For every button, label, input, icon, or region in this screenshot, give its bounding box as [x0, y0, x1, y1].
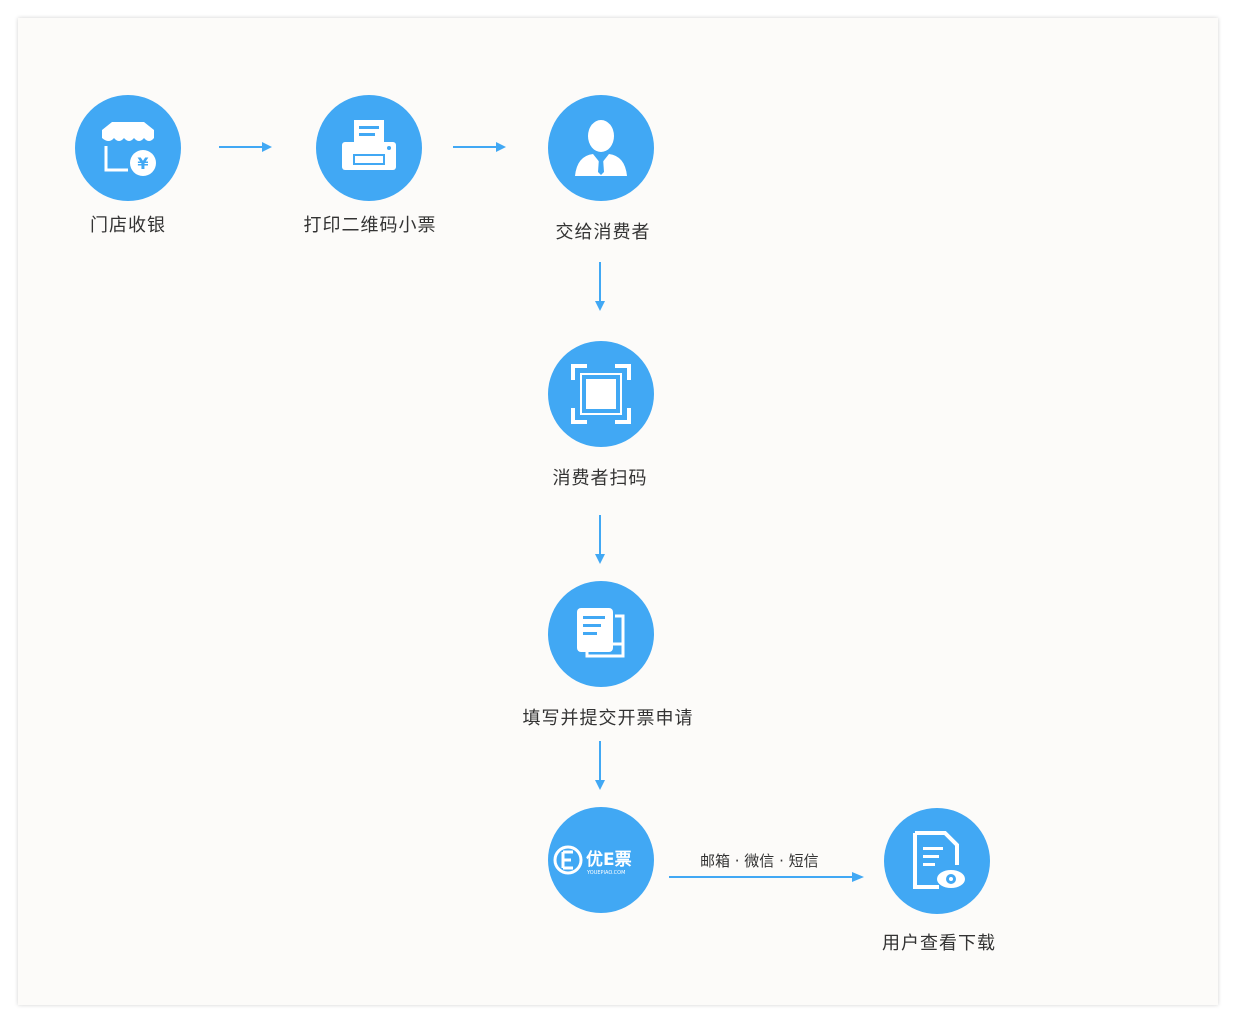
- youepiao-logo: 优E票 YOUEPIAO.COM: [548, 807, 654, 913]
- step-label: 用户查看下载: [882, 933, 996, 954]
- step-consumer-scan: [548, 341, 654, 447]
- arrow-right: [669, 872, 864, 882]
- step-user-view-download: [884, 808, 990, 914]
- document-view-icon: [884, 808, 990, 914]
- delivery-label: 邮箱 · 微信 · 短信: [700, 852, 819, 870]
- step-label: 填写并提交开票申请: [522, 708, 694, 729]
- printer-icon: [316, 95, 422, 201]
- step-print-receipt: [316, 95, 422, 201]
- arrow-down: [595, 741, 605, 790]
- logo-subtext: YOUEPIAO.COM: [586, 870, 625, 876]
- person-icon: [548, 95, 654, 201]
- arrow-down: [595, 515, 605, 564]
- step-label: 消费者扫码: [552, 468, 648, 489]
- step-label: 门店收银: [90, 215, 166, 236]
- arrow-down: [595, 262, 605, 311]
- svg-text:¥: ¥: [137, 154, 148, 173]
- step-youepiao: 优E票 YOUEPIAO.COM: [548, 807, 654, 913]
- step-store-cashier: ¥: [75, 95, 181, 201]
- scan-icon: [548, 341, 654, 447]
- step-label: 打印二维码小票: [303, 215, 437, 236]
- diagram-panel: ¥ 门店收银 打印二维码小票: [18, 18, 1218, 1005]
- form-submit-icon: [548, 581, 654, 687]
- logo-text: 优E票: [586, 849, 632, 870]
- arrow-right: [219, 142, 272, 152]
- step-submit-application: [548, 581, 654, 687]
- store-cashier-icon: ¥: [75, 95, 181, 201]
- arrow-right: [453, 142, 506, 152]
- step-hand-to-consumer: [548, 95, 654, 201]
- step-label: 交给消费者: [555, 222, 651, 243]
